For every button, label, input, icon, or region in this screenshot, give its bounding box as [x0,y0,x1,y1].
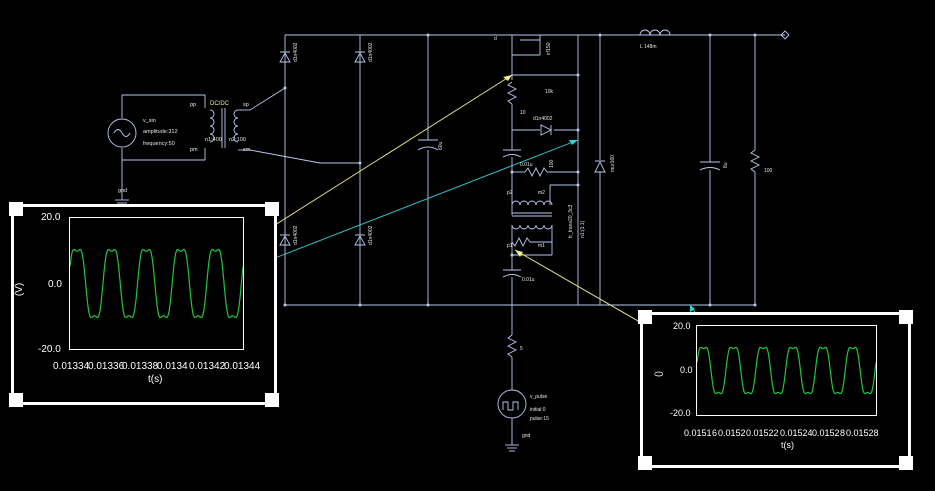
source-frequency-label: frequency:50 [143,141,175,147]
gate-diode-icon[interactable] [540,124,553,136]
xtick-right-5: 0.01528 [846,428,879,438]
transformer-sm-label: sm [243,147,251,153]
resize-handle-bottom-right[interactable] [899,456,913,470]
gnd1-label: gnd [118,188,127,194]
transformer-pp-label: pp [190,102,196,108]
xtick-right-4b: 8 [840,428,846,438]
inductor-label: L 148m [640,44,657,50]
diode-4-label: d1n4002 [368,225,374,245]
diode-2-icon[interactable] [354,51,366,63]
probe-window-right[interactable]: 20.0 0.0 -20.0 () 0.0151 6 0.0152 0.0152… [638,310,913,470]
xtick-left-1: 0.01336 [88,361,125,372]
gate-cap-label: 0.01u [520,162,533,168]
resize-handle-top-right[interactable] [899,310,913,324]
xlabel-left: t(s) [148,374,163,385]
resize-handle-top-right[interactable] [265,202,279,216]
ylabel-left: (V) [14,282,26,297]
coupling-pin-p1-label: p1 [507,243,513,249]
diode-2-label: d1n4002 [368,42,374,62]
sense-resistor-label: 100 [549,159,555,168]
ylabel-right: () [653,371,663,377]
diode-3-label: d1n4002 [293,225,299,245]
resize-handle-top-left[interactable] [638,310,652,324]
diode-1-label: d1n4002 [293,42,299,62]
gate-diode-label: d1n4002 [533,116,553,122]
pulse-initial-label: initial:0 [530,407,546,413]
coupling-transformer-ratio-label: n1:(1:1) [580,220,586,238]
lower-cap-label: 0.01u [522,277,535,283]
waveform-trace-right [696,346,877,395]
xtick-right-0: 0.0151 [684,428,712,438]
xtick-right-0b: 6 [712,428,718,438]
transformer-n2-label: n2:100 [229,137,246,143]
source-name-label: v_sin [143,118,156,124]
transformer-sp-label: sp [243,102,249,108]
load-resistor-label: 100 [764,168,773,174]
ytick-right-mid: 0.0 [680,365,693,375]
gate-resistor-10k-label: 10k [545,89,554,95]
transformer-pm-label: pm [190,147,198,153]
resize-handle-bottom-left[interactable] [9,393,23,407]
xtick-right-1: 0.0152 [718,428,746,438]
resize-handle-top-left[interactable] [9,202,23,216]
xlabel-right: t(s) [781,440,794,450]
xtick-right-3: 0.01524 [780,428,813,438]
resize-handle-bottom-right[interactable] [265,393,279,407]
diode-4-icon[interactable] [354,234,366,246]
diode-3-icon[interactable] [279,234,291,246]
gnd2-label: gnd [522,433,531,439]
ytick-right-top: 20.0 [673,321,691,331]
source-amplitude-label: amplitude:312 [143,129,178,135]
xtick-left-3: 0.0134 [157,361,188,372]
coupling-transformer-label: tr_trans20_3c3 [568,204,574,238]
xtick-right-4: 0.0152 [812,428,840,438]
ytick-left-bottom: -20.0 [38,344,61,355]
mosfet-label: irf150 [546,42,552,55]
transformer-n1-label: n1:400 [205,137,222,143]
ytick-right-bottom: -20.0 [670,408,691,418]
xtick-left-0: 0.01334 [53,361,90,372]
pulse-name-label: v_pulse [530,394,547,400]
ytick-left-mid: 0.0 [48,279,62,290]
lower-resistor-label: 5 [520,346,523,352]
coupling-pin-m2-label: m2 [538,190,545,196]
ytick-left-top: 20.0 [41,212,61,223]
coupling-pin-p2-label: p2 [507,190,513,196]
xtick-left-5: 0.01344 [224,361,261,372]
output-cap-label: 8u [723,162,729,168]
diode-1-icon[interactable] [279,51,291,63]
resize-handle-bottom-left[interactable] [638,456,652,470]
coupling-pin-m1-label: m1 [538,243,545,249]
junction-dots [283,33,757,307]
xtick-left-2: 0.01338 [122,361,159,372]
output-port-icon[interactable] [780,30,790,40]
plot-area-right[interactable] [696,325,877,416]
waveform-trace-left [69,248,244,319]
freewheel-diode-label: mur160 [610,155,616,172]
xtick-right-2: 0.01522 [746,428,779,438]
probe-window-left[interactable]: 20.0 0.0 -20.0 (V) 0.01334 0.01336 0.013… [9,202,279,407]
pulse-value-label: pulse:15 [530,416,549,422]
xtick-left-4: 0.01342 [189,361,226,372]
freewheel-diode-icon[interactable] [594,160,606,173]
plot-area-left[interactable] [69,217,244,350]
input-cap-label: 60u [438,141,444,150]
mosfet-pin-label: d [494,36,497,42]
gate-resistor-10-label: 10 [520,110,526,116]
transformer-title-label: DC/DC [210,101,230,107]
